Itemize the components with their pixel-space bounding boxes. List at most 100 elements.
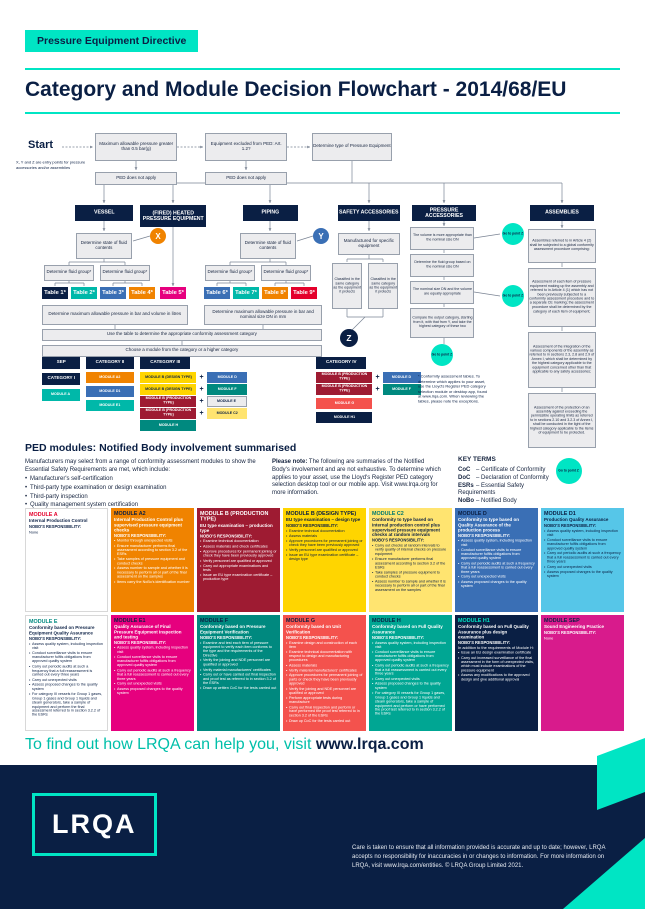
plus-sign: + bbox=[199, 374, 204, 381]
card-bullets: Examine technical documentationAssess ma… bbox=[286, 529, 363, 562]
node-assemblies-step-2: Assessment of the integration of the var… bbox=[528, 332, 596, 388]
branch-assemblies: ASSEMBLIES bbox=[530, 205, 594, 221]
goto-point-z-pa: Go to point Z bbox=[431, 344, 453, 366]
matrix-cat3-header: CATEGORY III bbox=[140, 357, 190, 369]
card-bullets: Examine design and construction of each … bbox=[286, 641, 363, 724]
table-3-chip[interactable]: Table 3* bbox=[100, 287, 126, 299]
bullet-item: Take samples of pressure equipment to co… bbox=[372, 570, 449, 579]
matrix-cat2-module-d1: MODULE D1 bbox=[86, 386, 134, 397]
matrix-cat1-header: CATEGORY I bbox=[42, 373, 80, 385]
table-5-chip[interactable]: Table 5* bbox=[160, 287, 186, 299]
card-title: Internal Production Control bbox=[29, 518, 88, 524]
table-6-chip[interactable]: Table 6* bbox=[204, 287, 230, 299]
node-piping-determine: Determine maximum allowable pressure in … bbox=[204, 305, 322, 325]
card-resp-label: NOBO'S RESPONSIBILITY: bbox=[114, 640, 167, 646]
module-card-b-production: MODULE B (PRODUCTION TYPE)EU type examin… bbox=[197, 508, 280, 612]
node-piping-fluid-group-2: Determine fluid group* bbox=[261, 265, 311, 281]
matrix-cat4-r2-right: MODULE F bbox=[383, 384, 421, 395]
bullet-item: Monitor through unexpected visits bbox=[114, 539, 191, 544]
bullet-item: Verify the joining and NDE personnel are… bbox=[286, 687, 363, 695]
footer-legal-text: Care is taken to ensure that all informa… bbox=[352, 845, 606, 869]
card-code: MODULE E bbox=[29, 618, 58, 625]
bullet-item: Assess quality system, including inspect… bbox=[544, 529, 621, 537]
bullet-item: Conduct surveillance visits to ensure ma… bbox=[544, 538, 621, 551]
bullet-item: Carry out periodic audits at such a freq… bbox=[458, 561, 535, 574]
ped-modules-bullets: Manufacturer's self-certificationThird-p… bbox=[25, 476, 265, 511]
branch-pressure-accessories: PRESSURE ACCESSORIES bbox=[412, 205, 476, 221]
card-bullets: Issue an EU design examination certifica… bbox=[458, 651, 535, 682]
node-safety-classified-2: Classified in the same category as the e… bbox=[368, 263, 398, 309]
bullet-item: Assess quality system, including inspect… bbox=[114, 646, 191, 654]
bullet-item: Examine and test each item of pressure e… bbox=[200, 641, 277, 658]
card-title: EU type examination – production type bbox=[200, 522, 273, 534]
tagline: To find out how LRQA can help you, visit… bbox=[25, 736, 424, 754]
bullet-item: Examine technical documentation with res… bbox=[286, 650, 363, 663]
bullet-item: Verify personnel are qualified or approv… bbox=[286, 548, 363, 553]
flowchart: Start X, Y and Z are entry points for pr… bbox=[0, 125, 645, 455]
card-code: MODULE G bbox=[286, 617, 316, 624]
table-2-chip[interactable]: Table 2* bbox=[71, 287, 97, 299]
tagline-link[interactable]: www.lrqa.com bbox=[315, 736, 424, 753]
entry-point-y: Y bbox=[313, 228, 329, 244]
bullet-item: Verify material manufacturers' certifica… bbox=[286, 668, 363, 673]
table-1-chip[interactable]: Table 1* bbox=[42, 287, 68, 299]
lrqa-logo: LRQA bbox=[32, 793, 157, 856]
card-code: MODULE B (DESIGN TYPE) bbox=[286, 510, 357, 517]
card-code: MODULE H1 bbox=[458, 617, 490, 624]
card-bullets: Examine and test each item of pressure e… bbox=[200, 641, 277, 691]
bullet-item: Manufacturer's self-certification bbox=[25, 476, 265, 484]
bullet-item: Carry out unexpected visits bbox=[458, 575, 535, 580]
card-resp-label: NOBO'S RESPONSIBILITY: bbox=[372, 635, 425, 641]
card-bullets: Assess quality system, including inspect… bbox=[29, 642, 104, 717]
bullet-item: Assess proposed changes to the quality s… bbox=[544, 570, 621, 578]
key-terms-label: KEY TERMS bbox=[458, 456, 496, 463]
bullet-item: Items carry the NoBo's identification nu… bbox=[114, 580, 191, 585]
ped-modules-intro: Manufacturers may select from a range of… bbox=[25, 459, 256, 473]
table-8-chip[interactable]: Table 8* bbox=[262, 287, 288, 299]
table-4-chip[interactable]: Table 4* bbox=[129, 287, 155, 299]
goto-point-z-mid: Go to point Z bbox=[502, 285, 524, 307]
plus-sign: + bbox=[199, 410, 204, 417]
card-code: MODULE D1 bbox=[544, 510, 576, 517]
bullet-item: Assess quality system, including inspect… bbox=[458, 539, 535, 547]
branch-piping: PIPING bbox=[243, 205, 298, 221]
branch-fired-equipment: (FIRED) HEATED PRESSURE EQUIPMENT bbox=[140, 205, 206, 227]
bullet-item: For category III vessels for Group 1 gas… bbox=[29, 692, 104, 718]
card-resp-label: NOBO'S RESPONSIBILITY: bbox=[544, 524, 597, 529]
table-7-chip[interactable]: Table 7* bbox=[233, 287, 259, 299]
module-card-b-design: MODULE B (DESIGN TYPE)EU type examinatio… bbox=[283, 508, 366, 612]
bullet-item: Assess materials and check certificates bbox=[200, 545, 277, 550]
plus-sign: + bbox=[199, 398, 204, 405]
card-code: MODULE H bbox=[372, 617, 401, 624]
card-resp-label: NOBO'S RESPONSIBILITY: bbox=[286, 635, 339, 641]
bullet-item: Carry out checks at random intervals to … bbox=[372, 544, 449, 556]
bullet-item: Assess quality system, including inspect… bbox=[372, 641, 449, 649]
bullet-item: Assess quality system, including inspect… bbox=[29, 642, 104, 650]
table-9-chip[interactable]: Table 9* bbox=[291, 287, 317, 299]
bullet-item: Examine technical documentation bbox=[200, 539, 277, 544]
matrix-cat4-module-g: MODULE G bbox=[316, 398, 372, 409]
bullet-item: Assess proposed changes to the quality s… bbox=[372, 682, 449, 690]
please-note-label: Please note: bbox=[272, 459, 308, 465]
bullet-item: Examine technical documentation bbox=[286, 529, 363, 534]
bullet-item: Approve procedures for permanent joining… bbox=[286, 674, 363, 686]
card-title: Conformity based on Pressure Equipment V… bbox=[200, 624, 266, 635]
key-term-row: NoBo– Notified Body bbox=[458, 498, 517, 505]
matrix-cat4-module-h1: MODULE H1 bbox=[316, 412, 372, 423]
card-bullets: Assess quality system, including inspect… bbox=[372, 641, 449, 716]
bullet-item: Conduct surveillance visits to ensure ma… bbox=[29, 651, 104, 664]
card-resp-label: NOBO'S RESPONSIBILITY: bbox=[29, 525, 82, 530]
bullet-item: For category III vessels for Group 1 gas… bbox=[372, 691, 449, 717]
bullet-item: Assess materials bbox=[286, 534, 363, 539]
card-title: Sound Engineering Practice bbox=[544, 624, 605, 630]
bullet-item: Assess any modifications to the approved… bbox=[458, 673, 535, 682]
node-assemblies-step-1: Assessment of each item of pressure equi… bbox=[528, 268, 596, 327]
bullet-item: Carry out unexpected visits bbox=[544, 565, 621, 570]
entry-points-note: X, Y and Z are entry points for pressure… bbox=[16, 161, 86, 170]
bullet-item: Issue an EU type examination certificate… bbox=[286, 553, 363, 562]
card-code: MODULE B (PRODUCTION TYPE) bbox=[200, 510, 269, 523]
card-resp-label: NOBO'S RESPONSIBILITY: bbox=[372, 538, 425, 544]
